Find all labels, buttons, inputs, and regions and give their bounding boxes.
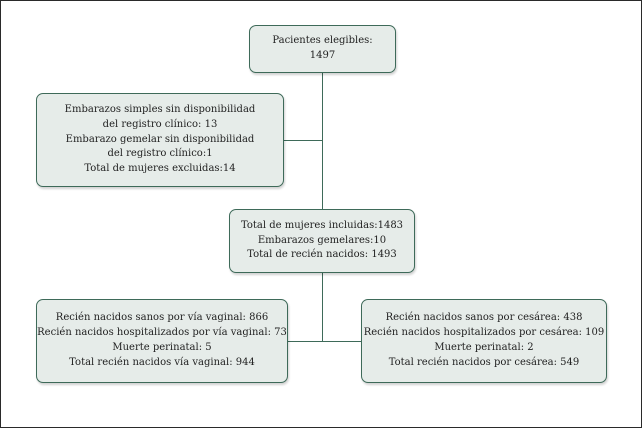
excluded-box: Embarazos simples sin disponibilidad del… xyxy=(36,93,284,187)
excluded-line-4: del registro clínico:1 xyxy=(107,148,213,160)
vaginal-line-4: Total recién nacidos vía vaginal: 944 xyxy=(69,356,255,368)
excluded-line-5: Total de mujeres excluidas:14 xyxy=(84,163,236,175)
cesarean-birth-box: Recién nacidos sanos por cesárea: 438 Re… xyxy=(361,299,607,383)
vaginal-line-2: Recién nacidos hospitalizados por vía va… xyxy=(37,327,287,339)
excluded-line-2: del registro clínico: 13 xyxy=(102,118,218,130)
cesarea-line-2: Recién nacidos hospitalizados por cesáre… xyxy=(363,327,605,339)
included-line-3: Total de recién nacidos: 1493 xyxy=(247,249,397,261)
excluded-line-1: Embarazos simples sin disponibilidad xyxy=(64,104,256,115)
vaginal-line-3: Muerte perinatal: 5 xyxy=(112,342,212,353)
vaginal-line-1: Recién nacidos sanos por vía vaginal: 86… xyxy=(55,312,269,324)
eligible-line-1: Pacientes elegibles: xyxy=(272,35,373,47)
cesarea-line-1: Recién nacidos sanos por cesárea: 438 xyxy=(385,312,583,324)
vaginal-birth-box: Recién nacidos sanos por vía vaginal: 86… xyxy=(36,299,288,383)
eligible-patients-box: Pacientes elegibles: 1497 xyxy=(249,25,396,73)
eligible-line-2: 1497 xyxy=(309,50,336,61)
included-box: Total de mujeres incluidas:1483 Embarazo… xyxy=(229,209,415,273)
cesarea-line-3: Muerte perinatal: 2 xyxy=(434,342,534,353)
included-line-2: Embarazos gemelares:10 xyxy=(257,234,387,246)
excluded-line-3: Embarazo gemelar sin disponibilidad xyxy=(65,133,255,145)
cesarea-line-4: Total recién nacidos por cesárea: 549 xyxy=(388,356,580,368)
included-line-1: Total de mujeres incluidas:1483 xyxy=(240,219,404,231)
